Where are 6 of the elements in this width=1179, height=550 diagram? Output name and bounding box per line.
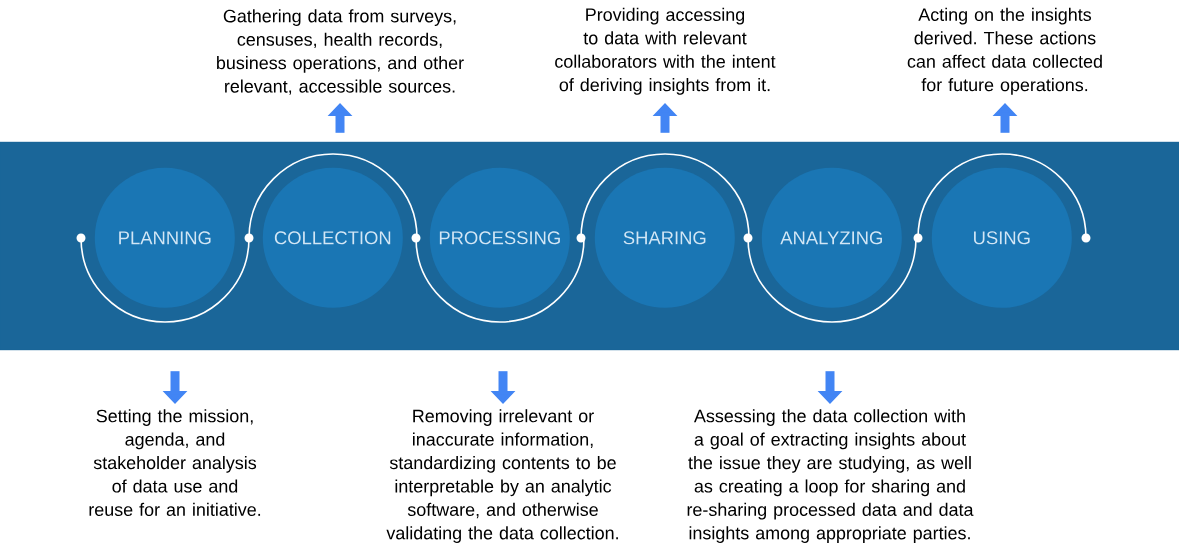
description-text: Acting on the insights derived. These actions can affect data collected for future operations.: [907, 7, 1102, 95]
description-text: Assessing the data collection with a goal of extracting insights about the issue they are studying, as well as creating a loop for sharing and re-sharing processed data and data insights among appropriate parties.: [687, 409, 974, 543]
description-text: Setting the mission, agenda, and stakeholder analysis of data use and reuse for an initiative.: [89, 409, 261, 516]
description-text: Providing accessing to data with relevant collaborators with the intent of deriving insights from it.: [555, 7, 776, 95]
description-text: Removing irrelevant or inaccurate information, standardizing contents to be interpretable by an analytic software, and otherwise validating the data collection.: [386, 409, 618, 543]
description-text: Gathering data from surveys, censuses, health records, business operations, and other relevant, accessible sources.: [217, 9, 464, 95]
